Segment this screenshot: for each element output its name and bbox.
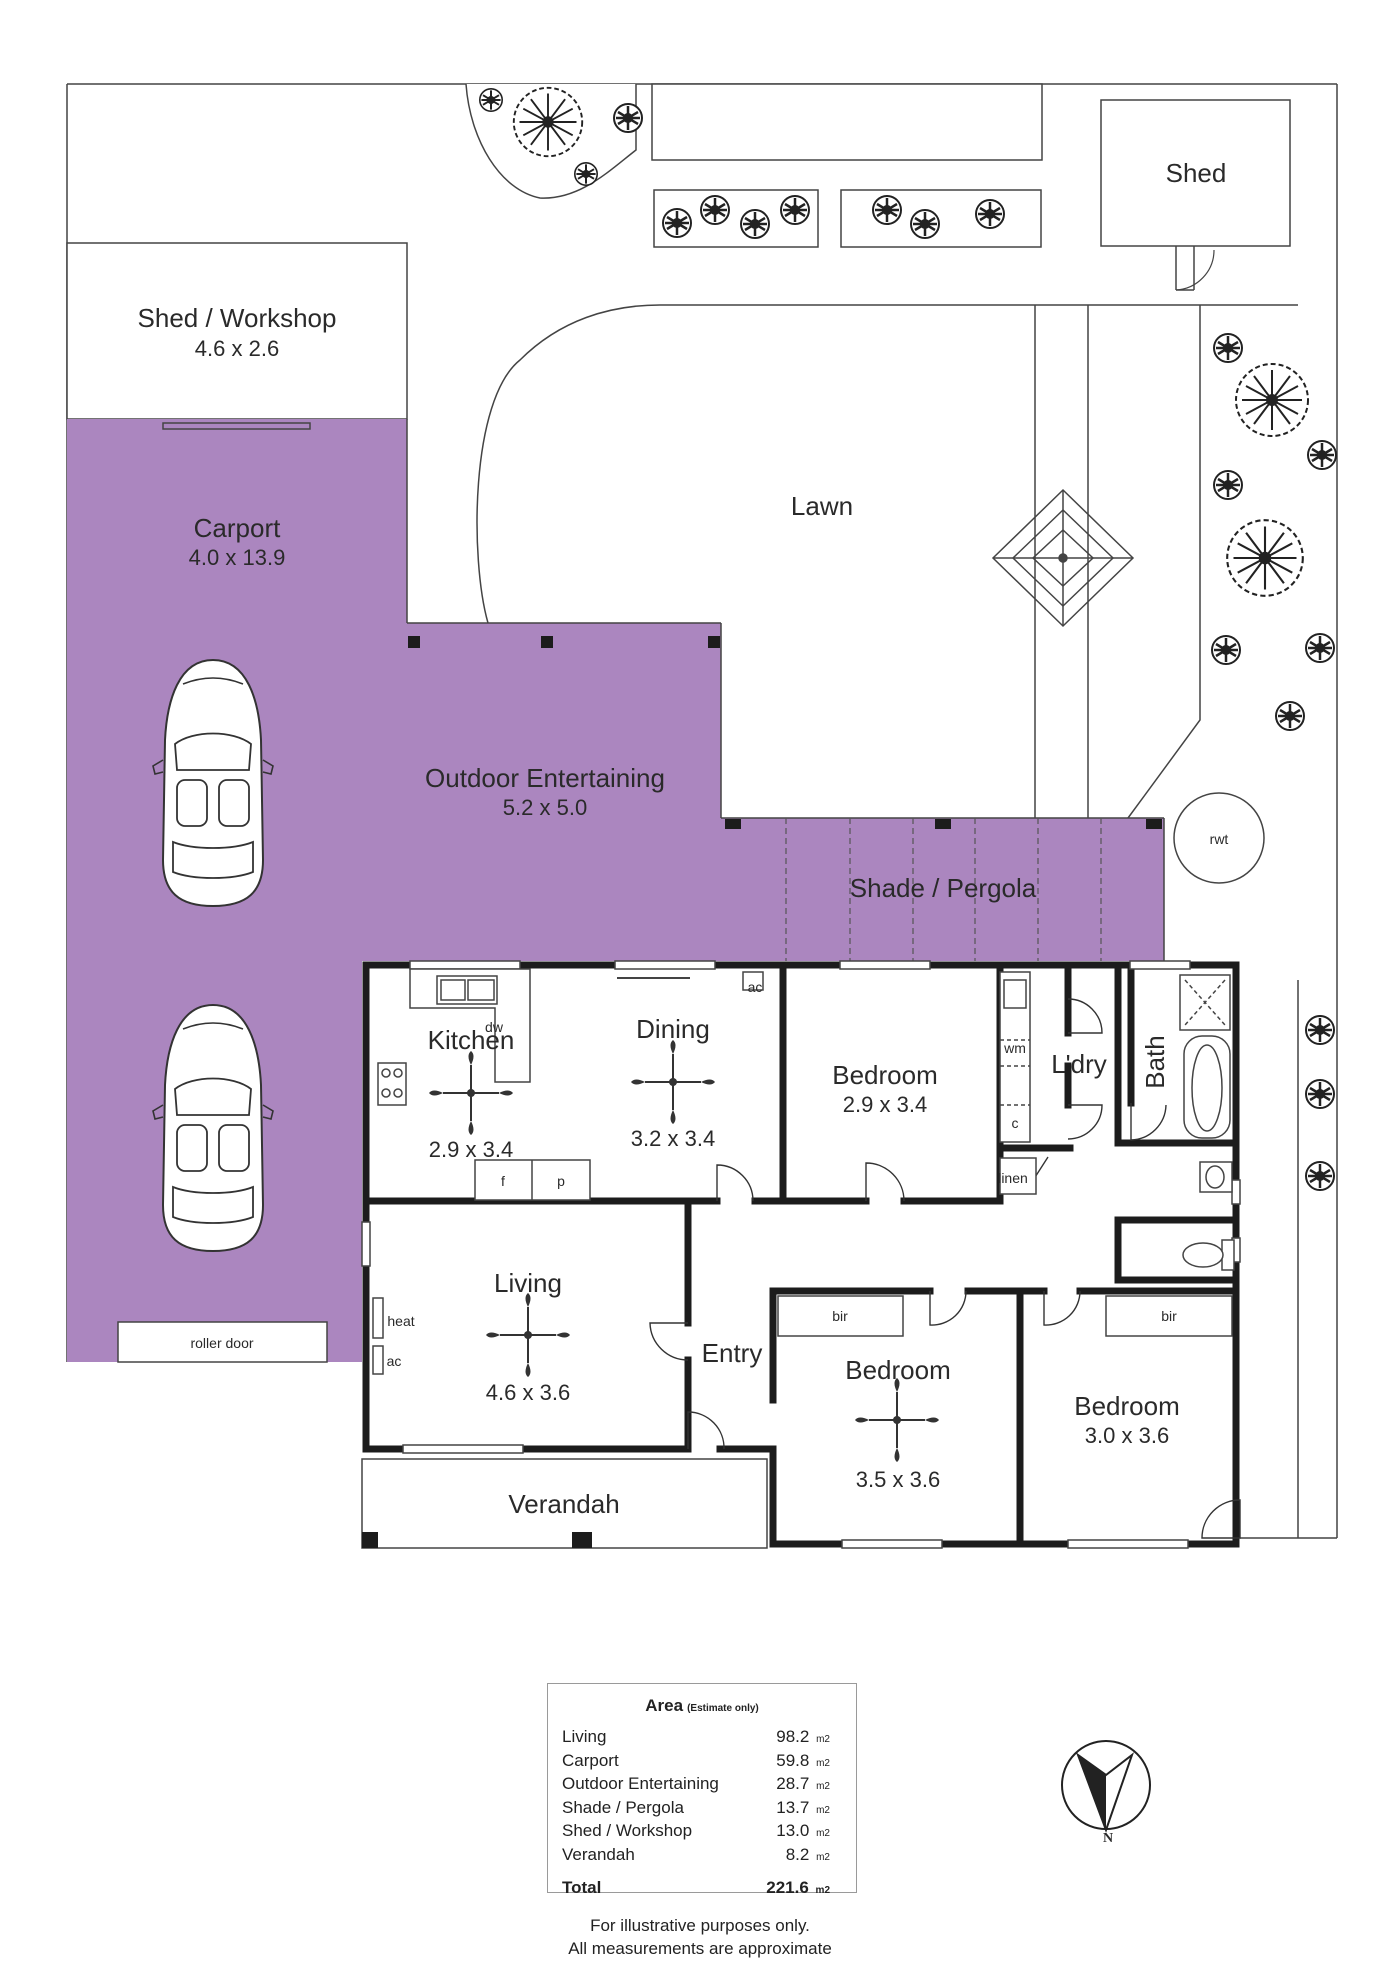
built-in-robes (777, 1295, 1233, 1337)
area-row-value: 8.2 m2 (785, 1844, 830, 1864)
lawn-outline (476, 304, 1298, 819)
label-bedroom-3-dim: 3.0 x 3.6 (1085, 1423, 1169, 1448)
label-shed: Shed (1166, 158, 1227, 188)
area-row-value: 13.0 m2 (776, 1821, 830, 1840)
area-total-row: Total 221.6 m2 (562, 1878, 830, 1900)
label-entry: Entry (702, 1338, 763, 1368)
disclaimer-line-1: For illustrative purposes only. (590, 1916, 810, 1935)
label-verandah: Verandah (508, 1489, 619, 1519)
label-outdoor-dim: 5.2 x 5.0 (503, 795, 587, 820)
area-table: Area(Estimate only) Living 98.2 m2 Carport… (547, 1683, 857, 1897)
label-dw: dw (485, 1019, 504, 1035)
kitchen-fixtures (377, 968, 764, 1201)
area-row-name: Outdoor Entertaining (562, 1774, 719, 1793)
label-carport-dim: 4.0 x 13.9 (189, 545, 286, 570)
label-kitchen-dim: 2.9 x 3.4 (429, 1137, 513, 1162)
area-row: Shade / Pergola 13.7 m2 (562, 1798, 830, 1820)
label-kitchen: Kitchen (428, 1025, 515, 1055)
area-total-label: Total (562, 1878, 602, 1897)
label-dining: Dining (636, 1014, 710, 1044)
area-row-value: 98.2 m2 (776, 1727, 830, 1746)
label-bedroom-1-dim: 2.9 x 3.4 (843, 1092, 927, 1117)
compass-north-label: N (1103, 1831, 1113, 1846)
room-labels: Shed Shed / Workshop 4.6 x 2.6 Carport 4… (138, 158, 1227, 1519)
area-table-title: Area(Estimate only) (645, 1696, 759, 1715)
area-row-value: 13.7 m2 (776, 1797, 830, 1817)
label-laundry: L'dry (1051, 1049, 1107, 1079)
door-swings (649, 998, 1241, 1539)
area-row: Verandah 8.2 m2 (562, 1845, 830, 1867)
label-bedroom-3: Bedroom (1074, 1391, 1180, 1421)
label-bedroom-1: Bedroom (832, 1060, 938, 1090)
label-fridge: f (501, 1173, 505, 1189)
area-row-name: Shed / Workshop (562, 1821, 693, 1840)
label-workshop-dim: 4.6 x 2.6 (195, 336, 279, 361)
label-bedroom-2-dim: 3.5 x 3.6 (856, 1467, 940, 1492)
label-linen: linen (998, 1170, 1028, 1186)
label-c: c (1012, 1115, 1019, 1131)
shed (1100, 99, 1291, 291)
label-lawn: Lawn (791, 491, 853, 521)
wet-area-fixtures (999, 971, 1235, 1271)
north-arrow-icon (1061, 1740, 1151, 1833)
label-outdoor: Outdoor Entertaining (425, 763, 665, 793)
disclaimer-line-2: All measurements are approximate (568, 1939, 832, 1958)
covered-areas (67, 419, 1165, 1363)
label-carport: Carport (194, 513, 281, 543)
area-row: Living 98.2 m2 (562, 1727, 830, 1749)
label-bir-left: bir (832, 1308, 848, 1324)
area-total-value: 221.6 m2 (766, 1878, 830, 1897)
verandah (361, 1458, 768, 1549)
area-row-name: Carport (562, 1750, 619, 1770)
label-ac-living: ac (387, 1353, 402, 1369)
label-workshop: Shed / Workshop (138, 303, 337, 333)
label-bedroom-2: Bedroom (845, 1355, 951, 1385)
area-row-value: 28.7 m2 (776, 1774, 830, 1793)
label-roller-door: roller door (190, 1335, 253, 1351)
area-row-value: 59.8 m2 (776, 1750, 830, 1770)
area-row: Carport 59.8 m2 (562, 1751, 830, 1773)
label-living: Living (494, 1268, 562, 1298)
label-heat: heat (387, 1313, 414, 1329)
area-row-name: Living (562, 1727, 607, 1746)
lawn-feature (991, 488, 1135, 628)
label-pantry: p (557, 1173, 565, 1189)
label-bath: Bath (1140, 1035, 1170, 1089)
living-fixtures (372, 1297, 384, 1375)
area-row: Outdoor Entertaining 28.7 m2 (562, 1774, 830, 1796)
shed-workshop (66, 242, 408, 420)
label-ac-dining: ac (748, 979, 763, 995)
rainwater-tank (1173, 792, 1265, 884)
label-living-dim: 4.6 x 3.6 (486, 1380, 570, 1405)
label-wm: wm (1003, 1040, 1026, 1056)
area-row-name: Verandah (562, 1844, 635, 1864)
fixture-labels: roller door rwt ac dw f p wm c linen hea… (190, 831, 1228, 1846)
label-dining-dim: 3.2 x 3.4 (631, 1126, 715, 1151)
label-bir-right: bir (1161, 1308, 1177, 1324)
disclaimer: For illustrative purposes only. All meas… (500, 1914, 900, 1960)
area-row: Shed / Workshop 13.0 m2 (562, 1821, 830, 1843)
label-pergola: Shade / Pergola (850, 873, 1037, 903)
area-row-name: Shade / Pergola (562, 1797, 684, 1817)
label-rwt: rwt (1210, 831, 1229, 847)
